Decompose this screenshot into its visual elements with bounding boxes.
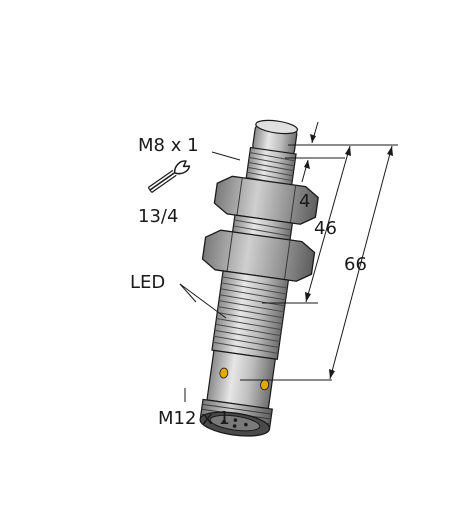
sensor-body [199, 119, 319, 437]
label-thread-top: M8 x 1 [138, 135, 199, 156]
dimension-lines [240, 121, 398, 381]
label-wrench-size: 13/4 [138, 206, 178, 227]
connector-face [199, 411, 271, 437]
label-led: LED [130, 272, 165, 293]
dimension-arrows [304, 134, 393, 379]
label-thread-bottom: M12 x 1 [158, 408, 230, 429]
wrench-icon [147, 160, 191, 193]
thread-body [211, 270, 290, 361]
dim-label-mid: 46 [314, 218, 337, 239]
hex-nut-upper [213, 175, 319, 225]
dim-label-small: 4 [299, 191, 310, 212]
hex-nut-lower [201, 229, 316, 282]
sensor-tip [252, 119, 299, 157]
dim-label-total: 66 [344, 254, 367, 275]
led-indicator-left [219, 367, 229, 379]
label-leaders [179, 151, 241, 402]
